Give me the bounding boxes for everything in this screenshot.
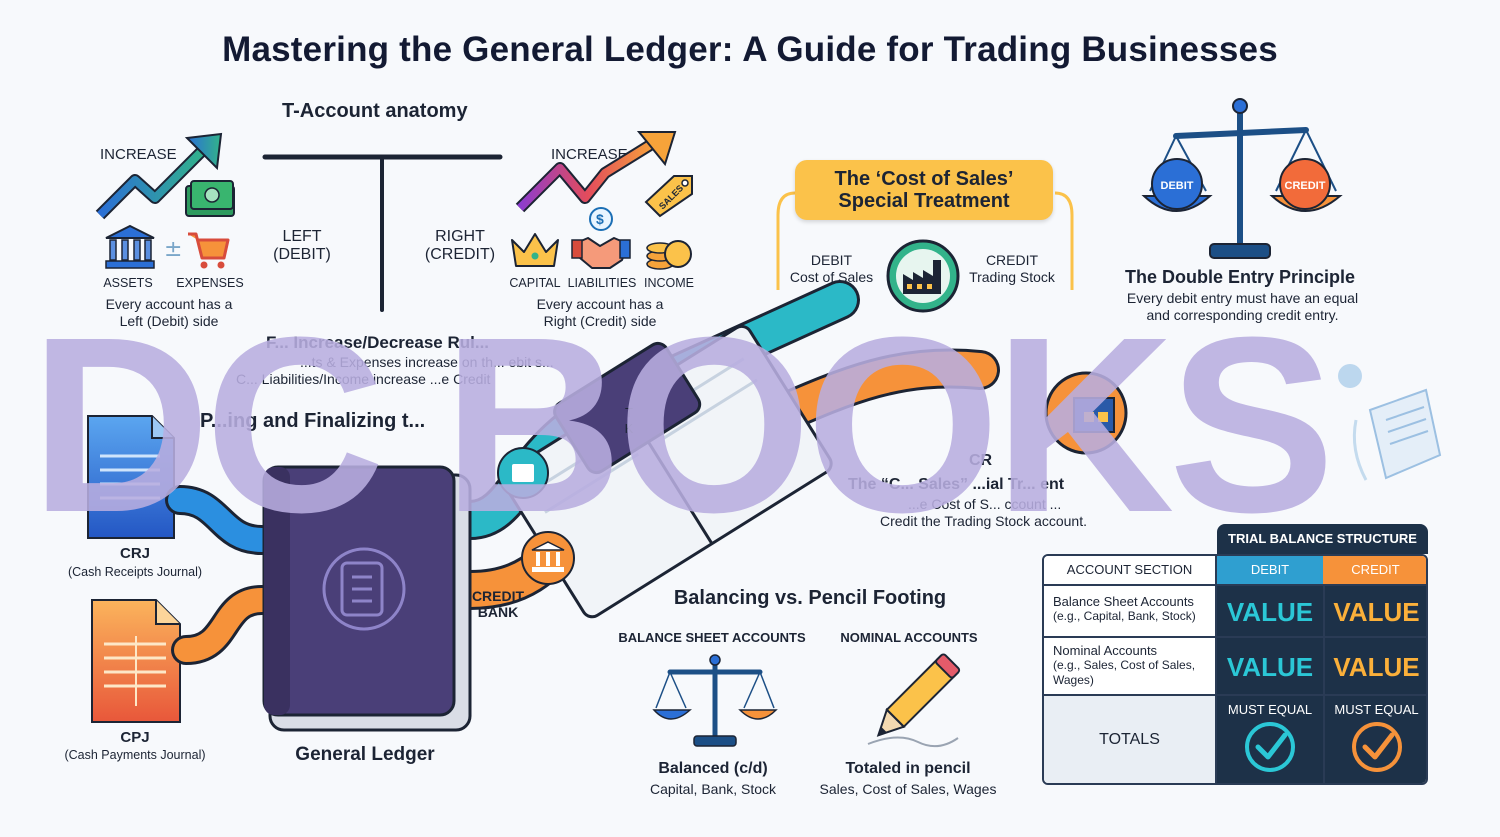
svg-text:±: ± [164, 237, 182, 262]
dollar-sign: $ [596, 211, 604, 227]
row-sub: (e.g., Sales, Cost of Sales, Wages) [1053, 658, 1196, 687]
totals-label: TOTALS [1044, 696, 1217, 783]
row-label: Balance Sheet Accounts [1053, 594, 1194, 609]
open-book-icon [501, 324, 833, 619]
totaled-sub: Sales, Cost of Sales, Wages [819, 781, 997, 797]
nominal-heading: NOMINAL ACCOUNTS [840, 630, 978, 645]
document-icon [1338, 364, 1442, 481]
lower-cos-line-1: ...e Cost of S... ccount ... [908, 496, 1062, 512]
factory-icon [886, 239, 960, 313]
double-entry-body: Every debit entry must have an equal and… [1126, 290, 1359, 323]
credit-total-cell: MUST EQUAL [1323, 696, 1426, 783]
col-credit: CREDIT [1323, 556, 1426, 586]
page-title: Mastering the General Ledger: A Guide fo… [222, 30, 1278, 69]
balanced-title: Balanced (c/d) [658, 760, 768, 777]
debit-total-cell: MUST EQUAL [1217, 696, 1323, 783]
col-account-section: ACCOUNT SECTION [1044, 556, 1217, 586]
cash-icon [185, 180, 235, 217]
dollar-coin-icon: $ [589, 207, 613, 231]
right-credit-label: RIGHT (CREDIT) [424, 228, 496, 263]
left-debit-label: LEFT (DEBIT) [273, 228, 331, 263]
totaled-title: Totaled in pencil [845, 760, 971, 777]
credit-bank-label: CREDIT BANK [471, 588, 525, 620]
cash-receipts-journal-icon [87, 415, 175, 539]
trial-balance-title: TRIAL BALANCE STRUCTURE [1217, 524, 1428, 554]
expenses-label: EXPENSES [176, 276, 244, 290]
cos-credit-label: CREDIT Trading Stock [969, 252, 1055, 285]
warehouse-icon [1044, 371, 1128, 455]
lower-cr-label: CR [969, 452, 993, 469]
table-row: Nominal Accounts (e.g., Sales, Cost of S… [1044, 638, 1217, 696]
must-equal-credit: MUST EQUAL [1334, 702, 1419, 717]
row-debit-value: VALUE [1217, 586, 1323, 638]
watermark-text: DC BOOKS [30, 285, 1335, 564]
row-debit-value: VALUE [1217, 638, 1323, 696]
cos-debit-label: DEBIT Cost of Sales [789, 252, 874, 285]
rule-line-2: C... Liabilities/Income increase ...e Cr… [236, 371, 491, 387]
posting-heading: P...ing and Finalizing t... [200, 410, 426, 432]
crj-subtitle: (Cash Receipts Journal) [67, 565, 203, 579]
check-circle-icon [1352, 722, 1402, 772]
cost-of-sales-callout: The ‘Cost of Sales’ Special Treatment [795, 160, 1053, 220]
must-equal-debit: MUST EQUAL [1227, 702, 1313, 717]
t-account-shape [262, 154, 503, 312]
left-increase-label: INCREASE [100, 146, 177, 163]
crown-icon [511, 233, 559, 267]
cpj-title: CPJ [120, 729, 150, 746]
callout-bracket [776, 191, 1074, 290]
scale-credit-label: CREDIT [1284, 180, 1326, 192]
cpj-subtitle: (Cash Payments Journal) [64, 748, 206, 762]
check-circle-icon [1245, 722, 1295, 772]
bank-icon [521, 531, 575, 585]
increase-arrow-icon [515, 131, 677, 213]
coins-icon [646, 240, 692, 270]
partial-letters: T K [624, 405, 634, 436]
scale-debit-label: DEBIT [1160, 180, 1194, 192]
lower-cos-line-2: Credit the Trading Stock account. [880, 513, 1087, 529]
general-ledger-label: General Ledger [295, 744, 435, 765]
balance-scale-small-icon [652, 654, 778, 747]
lower-cos-title: The “C... Sales” ...ial Tr... ent [848, 476, 1065, 493]
row-credit-value: VALUE [1323, 638, 1426, 696]
right-increase-label: INCREASE [551, 146, 628, 163]
col-debit: DEBIT [1217, 556, 1323, 586]
balance-sheet-heading: BALANCE SHEET ACCOUNTS [618, 630, 806, 645]
left-caption: Every account has a Left (Debit) side [105, 296, 233, 329]
row-sub: (e.g., Capital, Bank, Stock) [1053, 609, 1196, 623]
sales-tag-icon: SALES [644, 175, 693, 218]
tag-circle-icon [497, 447, 549, 499]
crj-title: CRJ [119, 545, 150, 562]
cash-payments-journal-icon [91, 599, 181, 723]
pencil-icon [867, 653, 961, 748]
bank-icon [105, 224, 155, 269]
balance-scale-icon [1141, 98, 1343, 259]
assets-label: ASSETS [103, 276, 153, 290]
row-label: Nominal Accounts [1053, 643, 1158, 658]
balanced-sub: Capital, Bank, Stock [649, 781, 777, 797]
t-account-heading: T-Account anatomy [282, 100, 468, 122]
general-ledger-book-icon [262, 465, 472, 732]
handshake-icon [571, 237, 631, 269]
increase-arrow-icon [95, 132, 223, 220]
double-entry-heading: The Double Entry Principle [1124, 267, 1356, 287]
increase-decrease-heading: F... Increase/Decrease Rul... [266, 333, 490, 352]
table-row: Balance Sheet Accounts (e.g., Capital, B… [1044, 586, 1217, 638]
shopping-cart-icon [188, 232, 230, 269]
balancing-heading: Balancing vs. Pencil Footing [673, 587, 947, 609]
trial-balance-table: ACCOUNT SECTION DEBIT CREDIT Balance She… [1042, 554, 1428, 785]
row-credit-value: VALUE [1323, 586, 1426, 638]
plus-minus-icon: ± [164, 237, 182, 262]
